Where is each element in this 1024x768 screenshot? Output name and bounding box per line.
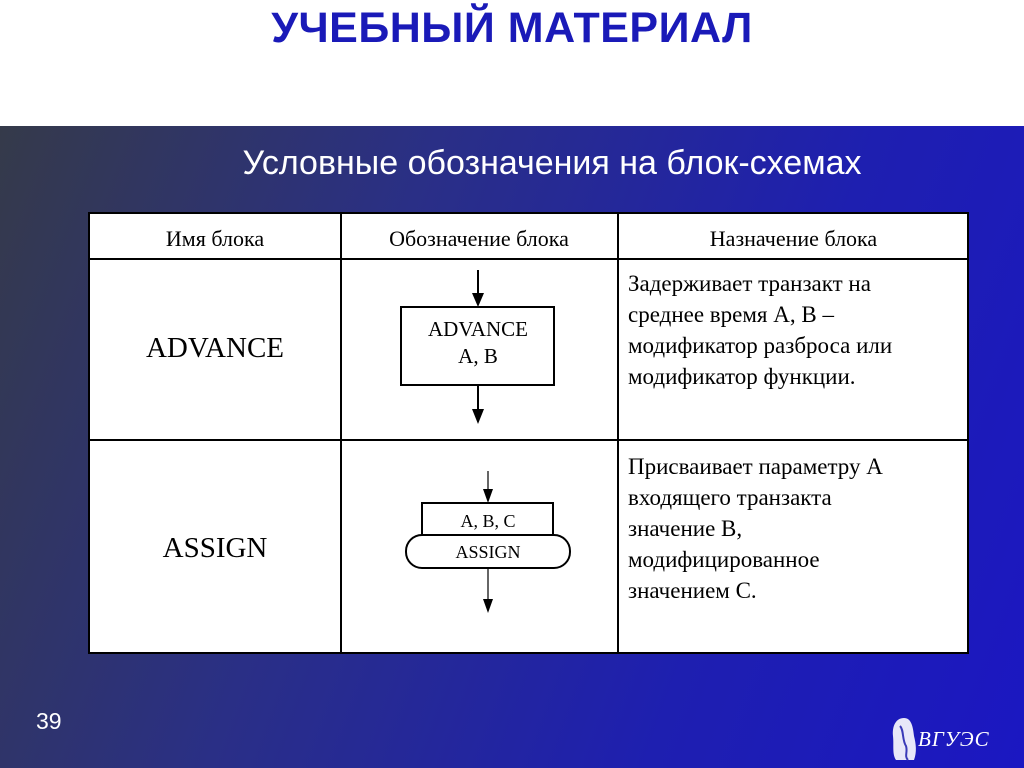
arrow-down-icon	[472, 409, 484, 424]
logo-text: ВГУЭС	[918, 727, 990, 751]
column-divider	[617, 214, 619, 652]
row-assign-name: ASSIGN	[162, 532, 268, 564]
advance-block-symbol: ADVANCE A, B	[400, 270, 555, 424]
row-advance-description: Задерживает транзакт на среднее время А,…	[628, 271, 893, 389]
slide-subtitle: Условные обозначения на блок-схемах	[242, 144, 862, 182]
arrow-down-icon	[483, 489, 493, 503]
assign-symbol-params: A, B, C	[460, 511, 515, 531]
row-assign-description: Присваивает параметру А входящего транза…	[628, 454, 883, 603]
statue-detail	[899, 725, 909, 761]
header-block-name: Имя блока	[165, 226, 265, 251]
header-block-purpose: Назначение блока	[709, 226, 878, 251]
row-divider	[90, 258, 967, 260]
slide-header: УЧЕБНЫЙ МАТЕРИАЛ	[0, 0, 1024, 126]
advance-rect	[400, 306, 555, 386]
row-advance-name: ADVANCE	[145, 332, 285, 364]
arrow-down-icon	[483, 599, 493, 613]
symbols-table: Имя блока Обозначение блока Назначение б…	[88, 212, 969, 654]
assign-block-symbol: A, B, C ASSIGN	[405, 471, 571, 613]
advance-symbol-params: A, B	[458, 344, 498, 368]
university-logo	[892, 718, 916, 761]
advance-symbol-label: ADVANCE	[428, 317, 528, 341]
row-divider	[90, 439, 967, 441]
page-number: 39	[36, 708, 62, 734]
slide-title: УЧЕБНЫЙ МАТЕРИАЛ	[271, 4, 753, 52]
assign-params-rect	[421, 502, 554, 536]
assign-symbol-label: ASSIGN	[455, 542, 520, 562]
arrow-down-icon	[472, 293, 484, 307]
header-block-symbol: Обозначение блока	[389, 226, 569, 251]
column-divider	[340, 214, 342, 652]
